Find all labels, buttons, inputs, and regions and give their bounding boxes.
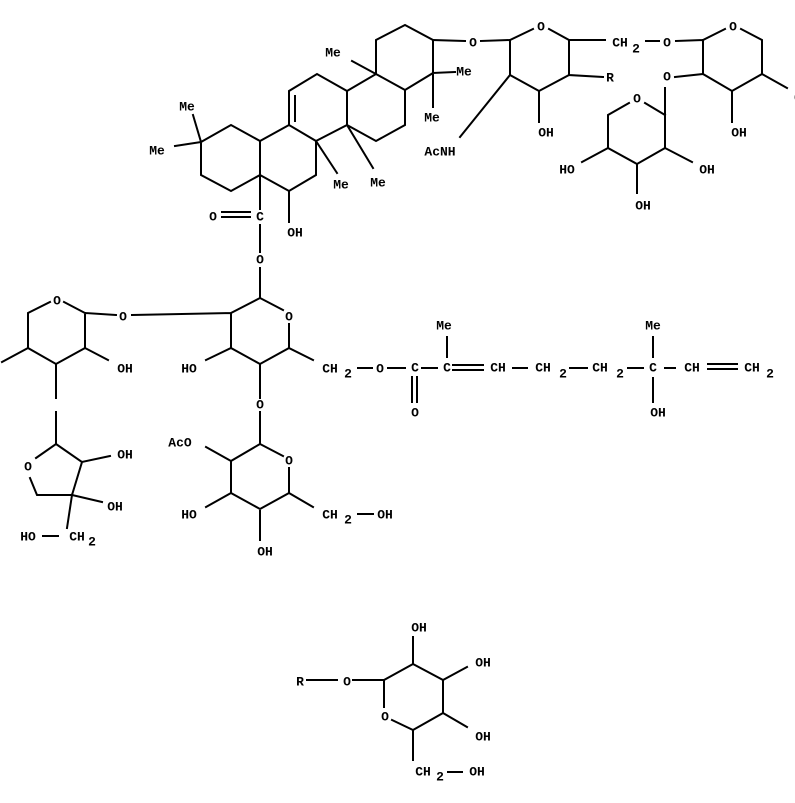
atom-label: CH — [535, 361, 551, 376]
bonds — [0, 23, 789, 773]
atom-label: OH — [699, 163, 715, 178]
atom-label: OH — [411, 621, 427, 636]
atom-label: HO — [20, 530, 36, 545]
atom-label: Me — [645, 319, 661, 334]
atom-label: HO — [559, 163, 575, 178]
atom-label: Me — [325, 46, 341, 61]
side-chain-bonds — [387, 336, 738, 403]
atom-label: 2 — [344, 367, 352, 382]
atom-label: OH — [635, 199, 651, 214]
atom-label: AcNH — [424, 145, 455, 160]
atom-label: OH — [650, 406, 666, 421]
triterpene-bonds — [173, 23, 457, 253]
atom-label: O — [633, 92, 641, 107]
atom-label: R — [296, 675, 304, 690]
atom-label: O — [285, 454, 293, 469]
atom-label: 2 — [436, 770, 444, 785]
atom-label: OH — [287, 226, 303, 241]
atom-label: Me — [370, 176, 386, 191]
atom-label: AcO — [168, 436, 192, 451]
top-sugar-bonds — [431, 27, 789, 194]
atom-label: OH — [475, 730, 491, 745]
atom-label: O — [469, 36, 477, 51]
atom-label: O — [285, 310, 293, 325]
atom-label: O — [729, 20, 737, 35]
atom-label: CH — [69, 530, 85, 545]
atom-label: C — [411, 361, 419, 376]
atom-label: Me — [436, 319, 452, 334]
atom-label: OH — [377, 508, 393, 523]
middle-sugar-bonds — [0, 267, 374, 541]
atom-label: Me — [456, 65, 472, 80]
atom-label: O — [663, 70, 671, 85]
atom-label: 2 — [88, 535, 96, 550]
atom-label: Me — [424, 111, 440, 126]
glucose-bonds — [306, 636, 469, 773]
atom-label: OH — [117, 362, 133, 377]
atom-label: HO — [181, 362, 197, 377]
atom-label: O — [376, 362, 384, 377]
atom-label: Me — [179, 100, 195, 115]
atom-label: C — [649, 361, 657, 376]
atom-label: R — [606, 71, 614, 86]
atom-label: CH — [684, 361, 700, 376]
atom-label: CH — [322, 362, 338, 377]
atom-label: O — [256, 398, 264, 413]
atom-label: 2 — [559, 367, 567, 382]
atom-label: OH — [469, 765, 485, 780]
atom-label: O — [537, 20, 545, 35]
atom-label: CH — [592, 361, 608, 376]
atom-label: O — [209, 210, 217, 225]
atom-label: OH — [538, 126, 554, 141]
atom-label: O — [411, 406, 419, 421]
atom-label: CH — [322, 508, 338, 523]
atom-label: Me — [149, 144, 165, 159]
atom-label: C — [256, 210, 264, 225]
atom-label: 2 — [766, 367, 774, 382]
atom-label: OH — [107, 500, 123, 515]
atom-label: CH — [612, 36, 628, 51]
atom-label: CH — [744, 361, 760, 376]
atom-label: CH — [490, 361, 506, 376]
atom-labels: Me Me Me Me Me O C OH O O Me Me AcNH O O… — [20, 20, 795, 785]
atom-label: O — [119, 310, 127, 325]
atom-label: HO — [181, 508, 197, 523]
atom-label: O — [663, 36, 671, 51]
atom-label: O — [256, 253, 264, 268]
atom-label: OH — [475, 656, 491, 671]
atom-label: CH — [415, 765, 431, 780]
atom-label: O — [381, 710, 389, 725]
atom-label: 2 — [344, 513, 352, 528]
atom-label: O — [24, 460, 32, 475]
atom-label: 2 — [616, 367, 624, 382]
atom-label: OH — [731, 126, 747, 141]
atom-label: O — [343, 675, 351, 690]
atom-label: 2 — [632, 42, 640, 57]
atom-label: C — [443, 361, 451, 376]
atom-label: OH — [117, 448, 133, 463]
atom-label: Me — [333, 178, 349, 193]
atom-label: OH — [257, 545, 273, 560]
atom-label: O — [53, 294, 61, 309]
